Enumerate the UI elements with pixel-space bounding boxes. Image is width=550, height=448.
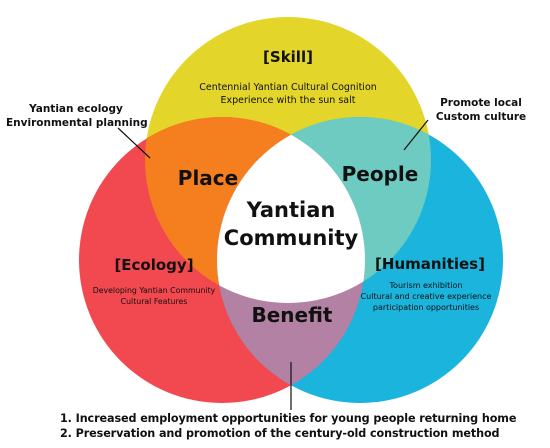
overlap-center <box>217 117 365 303</box>
note-right-line-1: Promote local <box>440 97 522 109</box>
center-line-2: Community <box>224 226 359 250</box>
note-bottom-line-1: 1. Increased employment opportunities fo… <box>60 412 517 425</box>
people-label: People <box>342 162 419 186</box>
place-label: Place <box>178 166 238 190</box>
benefit-label: Benefit <box>252 303 333 327</box>
ecology-line-1: Developing Yantian Community <box>93 286 216 295</box>
humanities-line-3: participation opportunities <box>373 303 479 312</box>
leader-line-left <box>117 127 151 159</box>
note-bottom-line-2: 2. Preservation and promotion of the cen… <box>60 427 500 440</box>
ecology-line-2: Cultural Features <box>121 297 188 306</box>
note-left-line-1: Yantian ecology <box>29 103 123 115</box>
note-left-line-2: Environmental planning <box>6 117 148 129</box>
skill-line-1: Centennial Yantian Cultural Cognition <box>199 82 377 93</box>
humanities-line-1: Tourism exhibition <box>389 281 463 290</box>
leader-line-right <box>403 119 429 151</box>
skill-line-2: Experience with the sun salt <box>221 95 356 106</box>
note-right-line-2: Custom culture <box>435 111 527 123</box>
skill-heading: [Skill] <box>263 48 313 66</box>
note-left: Yantian ecology Environmental planning <box>6 102 148 130</box>
humanities-heading: [Humanities] <box>375 255 485 273</box>
note-bottom: 1. Increased employment opportunities fo… <box>60 411 516 441</box>
center-line-1: Yantian <box>246 198 336 222</box>
note-right: Promote local Custom culture <box>416 96 546 124</box>
humanities-line-2: Cultural and creative experience <box>361 292 492 301</box>
ecology-heading: [Ecology] <box>114 256 193 274</box>
